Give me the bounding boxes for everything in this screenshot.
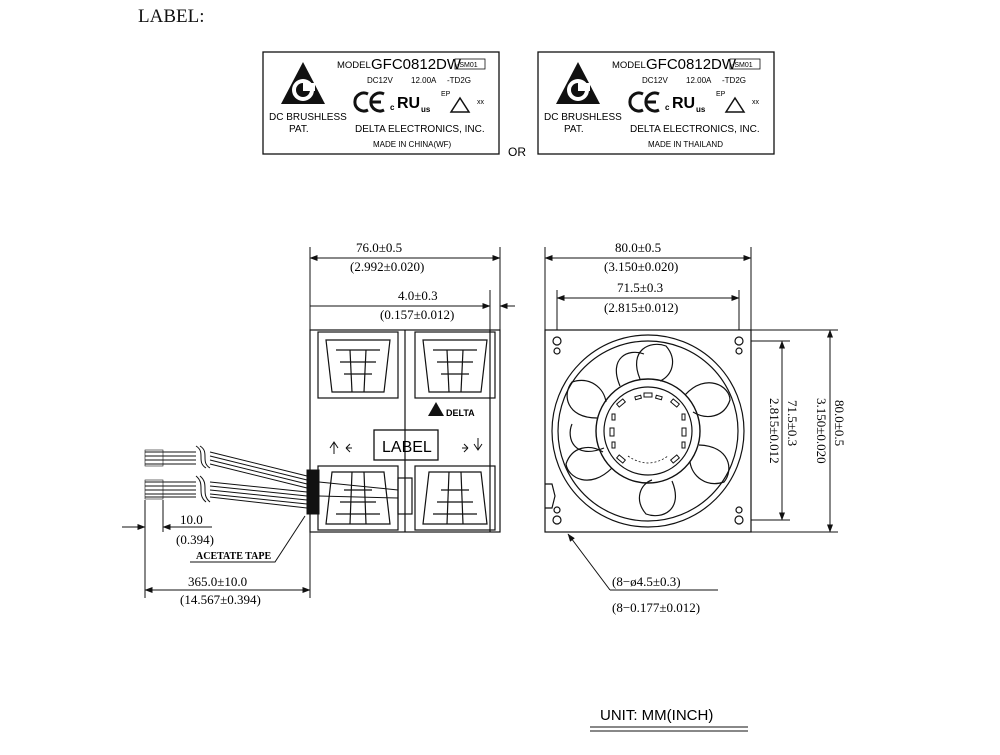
side-offset-in: (0.157±0.012) <box>380 307 454 322</box>
svg-text:-SM01: -SM01 <box>732 62 753 69</box>
model-suffix-box <box>729 58 761 70</box>
svg-text:MODEL: MODEL <box>612 60 646 71</box>
svg-text:EP: EP <box>716 91 726 98</box>
svg-text:MADE IN CHINA(WF): MADE IN CHINA(WF) <box>373 140 452 149</box>
side-width-in: (2.992±0.020) <box>350 259 424 274</box>
fan-front-view <box>544 329 752 533</box>
front-hole-mm: 71.5±0.3 <box>617 280 663 295</box>
hub-slots <box>609 392 687 464</box>
ul-mark-icon: c RU us <box>390 95 431 114</box>
or-separator: OR <box>508 145 526 159</box>
fan-housing-side <box>309 329 501 533</box>
delta-brand-text: DELTA <box>446 408 475 418</box>
model-suffix-box <box>454 58 486 70</box>
svg-text:DC12V: DC12V <box>367 76 393 85</box>
ce-mark-icon <box>628 91 660 113</box>
side-view <box>309 247 515 330</box>
delta-small-logo-icon <box>428 402 444 416</box>
delta-logo-icon <box>281 62 325 104</box>
svg-text:c: c <box>665 103 670 112</box>
svg-text:GFC0812DW: GFC0812DW <box>371 56 462 73</box>
side-width-mm: 76.0±0.5 <box>356 240 402 255</box>
lead-length-mm: 10.0 <box>180 512 203 527</box>
svg-text:us: us <box>696 105 706 114</box>
front-v-width-in: 3.150±0.020 <box>814 398 829 464</box>
mount-holes-mm: (8−ø4.5±0.3) <box>612 574 681 589</box>
front-v-hole-mm: 71.5±0.3 <box>785 400 800 446</box>
svg-text:12.00A: 12.00A <box>411 76 437 85</box>
front-width-mm: 80.0±0.5 <box>615 240 661 255</box>
svg-text:PAT.: PAT. <box>289 124 309 135</box>
svg-text:xx: xx <box>752 99 760 106</box>
wire-bundle <box>144 445 399 515</box>
svg-text:-SM01: -SM01 <box>457 62 478 69</box>
svg-text:PAT.: PAT. <box>564 124 584 135</box>
svg-text:DELTA ELECTRONICS, INC.: DELTA ELECTRONICS, INC. <box>630 124 760 135</box>
warning-triangle-icon <box>724 96 746 113</box>
product-label-china: MODEL GFC0812DW -SM01 DC12V 12.00A -TD2G… <box>262 51 500 155</box>
acetate-tape-label: ACETATE TAPE <box>196 551 271 562</box>
delta-logo-icon <box>556 62 600 104</box>
label-placeholder-box: LABEL <box>382 439 432 456</box>
front-v-width-mm: 80.0±0.5 <box>832 400 847 446</box>
cable-length-in: (14.567±0.394) <box>180 592 261 607</box>
svg-text:DC BRUSHLESS: DC BRUSHLESS <box>269 112 347 123</box>
svg-text:xx: xx <box>477 99 485 106</box>
fan-blades <box>565 343 731 517</box>
svg-text:RU: RU <box>672 95 695 112</box>
mount-holes-in: (8−0.177±0.012) <box>612 600 700 615</box>
svg-text:MADE IN THAILAND: MADE IN THAILAND <box>648 140 723 149</box>
side-offset-mm: 4.0±0.3 <box>398 288 438 303</box>
svg-text:GFC0812DW: GFC0812DW <box>646 56 737 73</box>
front-view-dimensions <box>544 247 838 591</box>
svg-text:us: us <box>421 105 431 114</box>
cable-length-mm: 365.0±10.0 <box>188 574 247 589</box>
svg-text:-TD2G: -TD2G <box>447 76 471 85</box>
svg-text:c: c <box>390 103 395 112</box>
svg-text:DELTA ELECTRONICS, INC.: DELTA ELECTRONICS, INC. <box>355 124 485 135</box>
ul-mark-icon: c RU us <box>665 95 706 114</box>
svg-text:MODEL: MODEL <box>337 60 371 71</box>
svg-text:RU: RU <box>397 95 420 112</box>
product-label-thailand: MODEL GFC0812DW -SM01 DC12V 12.00A -TD2G… <box>537 51 775 155</box>
front-hole-in: (2.815±0.012) <box>604 300 678 315</box>
front-v-hole-in: 2.815±0.012 <box>767 398 782 464</box>
svg-text:12.00A: 12.00A <box>686 76 712 85</box>
svg-text:DC BRUSHLESS: DC BRUSHLESS <box>544 112 622 123</box>
lead-length-in: (0.394) <box>176 532 214 547</box>
lead-dimension <box>122 500 311 598</box>
front-width-in: (3.150±0.020) <box>604 259 678 274</box>
svg-text:-TD2G: -TD2G <box>722 76 746 85</box>
warning-triangle-icon <box>449 96 471 113</box>
label-heading: LABEL: <box>138 6 205 27</box>
svg-text:EP: EP <box>441 91 451 98</box>
svg-text:DC12V: DC12V <box>642 76 668 85</box>
ce-mark-icon <box>353 91 385 113</box>
unit-note: UNIT: MM(INCH) <box>600 707 713 724</box>
